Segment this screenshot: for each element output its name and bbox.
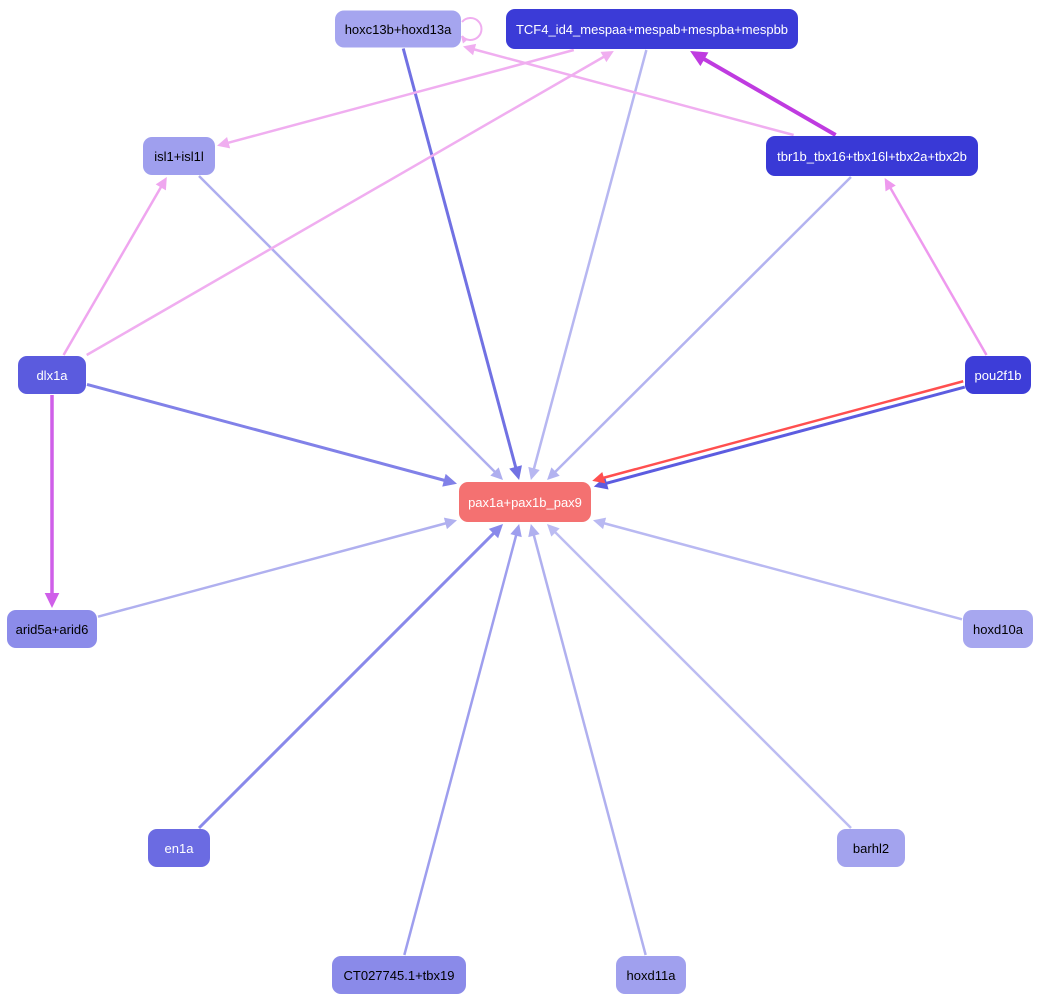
edge-line: [605, 385, 966, 485]
node-box[interactable]: [837, 829, 905, 867]
node-box[interactable]: [332, 956, 466, 994]
edge-hoxd10a-to-pax1a+pax1b_pax9: [593, 517, 963, 621]
self-loop-line: [461, 17, 483, 41]
arrowhead: [690, 51, 709, 67]
node-tbr1b_tbx16+tbx16l+tbx2a+tbx2b[interactable]: tbr1b_tbx16+tbx16l+tbx2a+tbx2b: [766, 136, 978, 176]
edge-line: [198, 175, 497, 474]
node-box[interactable]: [963, 610, 1033, 648]
nodes-layer: hoxc13b+hoxd13a TCF4_id4_mespaa+mespab+me…: [7, 9, 1033, 994]
arrowhead: [547, 524, 560, 537]
edge-line: [889, 186, 988, 356]
edge-line: [97, 521, 447, 618]
arrowhead: [442, 473, 457, 487]
node-hoxc13b+hoxd13a[interactable]: hoxc13b+hoxd13a: [335, 10, 461, 48]
edge-line: [197, 531, 496, 830]
edge-line: [603, 521, 963, 621]
edge-dlx1a-to-pax1a+pax1b_pax9: [86, 382, 457, 487]
arrowhead: [490, 467, 503, 480]
edge-line: [532, 534, 647, 956]
edge-pou2f1b-to-pax1a+pax1b_pax9: [593, 385, 966, 490]
edge-line: [86, 55, 605, 357]
arrowhead: [528, 524, 540, 538]
edge-isl1+isl1l-to-pax1a+pax1b_pax9: [198, 175, 503, 480]
edge-CT027745.1+tbx19-to-pax1a+pax1b_pax9: [403, 524, 522, 956]
edge-hoxd11a-to-pax1a+pax1b_pax9: [528, 524, 647, 956]
arrowhead: [592, 472, 606, 484]
edge-dlx1a-to-TCF4_id4_mespaa+mespab+mespba+mespbb: [86, 51, 614, 357]
edge-en1a-to-pax1a+pax1b_pax9: [197, 524, 503, 830]
node-box[interactable]: [18, 356, 86, 394]
node-isl1+isl1l[interactable]: isl1+isl1l: [143, 137, 215, 175]
node-pou2f1b[interactable]: pou2f1b: [965, 356, 1031, 394]
node-arid5a+arid6[interactable]: arid5a+arid6: [7, 610, 97, 648]
edge-dlx1a-to-arid5a+arid6: [44, 395, 60, 608]
edge-line: [401, 48, 518, 469]
edge-hoxc13b+hoxd13a-to-pax1a+pax1b_pax9: [401, 48, 522, 480]
node-hoxd11a[interactable]: hoxd11a: [616, 956, 686, 994]
edge-line: [532, 49, 648, 470]
edge-line: [702, 57, 837, 137]
arrowhead: [217, 136, 231, 149]
arrowhead: [510, 524, 522, 538]
edge-line: [227, 48, 575, 145]
edge-line: [553, 176, 852, 474]
node-TCF4_id4_mespaa+mespab+mespba+mespbb[interactable]: TCF4_id4_mespaa+mespab+mespba+mespbb: [506, 9, 798, 49]
edge-dlx1a-to-isl1+isl1l: [62, 177, 167, 356]
node-barhl2[interactable]: barhl2: [837, 829, 905, 867]
edge-line: [403, 534, 518, 956]
arrowhead: [547, 467, 560, 480]
node-pax1a+pax1b_pax9[interactable]: pax1a+pax1b_pax9: [459, 482, 591, 522]
edge-pou2f1b-to-pax1a+pax1b_pax9: [592, 380, 964, 484]
edge-tbr1b_tbx16+tbx16l+tbx2a+tbx2b-to-TCF4_id4_mespaa+mespab+mespba+mespbb: [690, 51, 837, 137]
node-box[interactable]: [335, 10, 461, 48]
arrowhead: [44, 593, 60, 608]
edge-TCF4_id4_mespaa+mespab+mespba+mespbb-to-pax1a+pax1b_pax9: [528, 49, 648, 480]
arrowhead: [461, 36, 468, 44]
node-CT027745.1+tbx19[interactable]: CT027745.1+tbx19: [332, 956, 466, 994]
arrowhead: [600, 51, 614, 63]
arrowhead: [593, 517, 607, 530]
edge-line: [86, 382, 446, 482]
edge-line: [62, 185, 163, 356]
edge-pou2f1b-to-tbr1b_tbx16+tbx16l+tbx2a+tbx2b: [884, 178, 988, 356]
edge-tbr1b_tbx16+tbx16l+tbx2a+tbx2b-to-pax1a+pax1b_pax9: [547, 176, 852, 480]
node-dlx1a[interactable]: dlx1a: [18, 356, 86, 394]
node-box[interactable]: [7, 610, 97, 648]
edge-line: [473, 48, 794, 137]
arrowhead: [443, 517, 457, 530]
node-box[interactable]: [616, 956, 686, 994]
arrowhead: [509, 465, 522, 480]
edge-hoxc13b+hoxd13a-to-hoxc13b+hoxd13a: [461, 17, 483, 44]
edge-TCF4_id4_mespaa+mespab+mespba+mespbb-to-isl1+isl1l: [217, 48, 575, 149]
node-box[interactable]: [459, 482, 591, 522]
node-en1a[interactable]: en1a: [148, 829, 210, 867]
arrowhead: [155, 177, 167, 191]
arrowhead: [463, 43, 477, 56]
arrowhead: [593, 476, 609, 490]
edge-arid5a+arid6-to-pax1a+pax1b_pax9: [97, 517, 457, 618]
edge-barhl2-to-pax1a+pax1b_pax9: [547, 524, 852, 829]
arrowhead: [884, 178, 896, 192]
edge-line: [553, 530, 852, 829]
edge-line: [602, 380, 964, 480]
node-box[interactable]: [506, 9, 798, 49]
node-box[interactable]: [148, 829, 210, 867]
node-box[interactable]: [766, 136, 978, 176]
edges-layer: [44, 17, 988, 956]
arrowhead: [488, 524, 503, 539]
node-box[interactable]: [965, 356, 1031, 394]
node-box[interactable]: [143, 137, 215, 175]
arrowhead: [528, 466, 540, 480]
node-hoxd10a[interactable]: hoxd10a: [963, 610, 1033, 648]
